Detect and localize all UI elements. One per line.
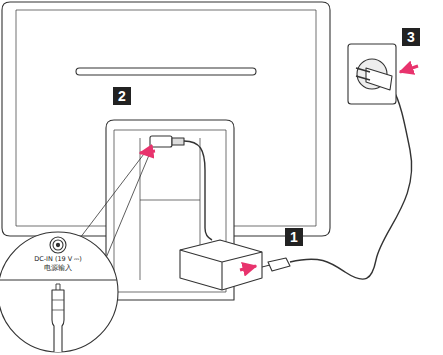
callout-number: 1 xyxy=(285,228,303,246)
callout-number: 3 xyxy=(402,28,420,46)
dc-cable xyxy=(184,141,212,240)
callout-number: 2 xyxy=(113,87,131,105)
power-cord xyxy=(290,88,412,279)
dc-jack xyxy=(150,136,172,147)
dc-plug xyxy=(52,290,64,355)
insert-arrow xyxy=(140,151,155,153)
port-label: 电源输入 xyxy=(44,265,72,272)
power-adapter xyxy=(180,240,262,290)
wall-outlet xyxy=(348,44,396,104)
vent-slot xyxy=(76,68,256,75)
port-label: DC-IN (19 V ⎓) xyxy=(34,256,82,263)
ac-connector xyxy=(268,258,290,271)
insert-arrow xyxy=(240,266,256,270)
insert-arrow xyxy=(400,66,418,72)
